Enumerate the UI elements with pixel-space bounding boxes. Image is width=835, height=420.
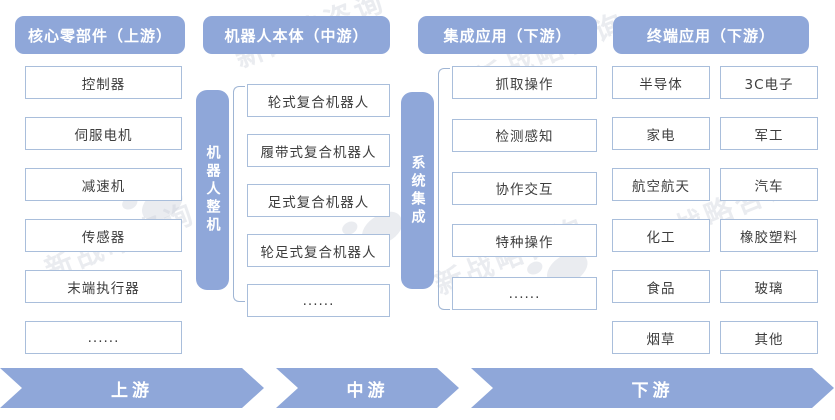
item-box: 减速机 <box>25 168 182 201</box>
item-box: 轮式复合机器人 <box>247 84 390 117</box>
header-robot-body: 机器人本体（中游） <box>203 16 390 54</box>
item-box: 检测感知 <box>452 118 597 152</box>
side-label-system-integration: 系统集成 <box>401 92 434 289</box>
item-box: 家电 <box>612 117 710 150</box>
item-box: 履带式复合机器人 <box>247 134 390 167</box>
header-terminal-apps: 终端应用（下游） <box>613 16 809 54</box>
item-box: 食品 <box>612 270 710 303</box>
item-box: 化工 <box>612 219 710 252</box>
column-integrated-apps: 抓取操作 检测感知 协作交互 特种操作 ...... <box>452 66 597 310</box>
item-box: 烟草 <box>612 321 710 354</box>
item-box: 控制器 <box>25 66 182 99</box>
flow-arrow-downstream: 下游 <box>471 368 834 408</box>
flow-arrow-upstream: 上游 <box>0 368 264 408</box>
item-box: 航空航天 <box>612 168 710 201</box>
item-box: 汽车 <box>720 168 818 201</box>
item-box: 末端执行器 <box>25 270 182 303</box>
item-box: 半导体 <box>612 66 710 99</box>
item-box: 特种操作 <box>452 224 597 258</box>
item-box: 橡胶塑料 <box>720 219 818 252</box>
item-box: 协作交互 <box>452 171 597 205</box>
flow-arrow-midstream: 中游 <box>276 368 459 408</box>
item-box-ellipsis: ...... <box>452 277 597 310</box>
item-box: 军工 <box>720 117 818 150</box>
item-box: 其他 <box>720 321 818 354</box>
column-terminal-apps-left: 半导体 家电 航空航天 化工 食品 烟草 <box>612 66 710 354</box>
item-box: 伺服电机 <box>25 117 182 150</box>
column-robot-body: 轮式复合机器人 履带式复合机器人 足式复合机器人 轮足式复合机器人 ...... <box>247 84 390 317</box>
item-box: 传感器 <box>25 219 182 252</box>
item-box: 玻璃 <box>720 270 818 303</box>
group-bracket <box>233 86 245 302</box>
header-core-components: 核心零部件（上游） <box>15 16 185 54</box>
column-core-components: 控制器 伺服电机 减速机 传感器 末端执行器 ...... <box>25 66 182 354</box>
item-box: 轮足式复合机器人 <box>247 234 390 267</box>
item-box: 3C电子 <box>720 66 818 99</box>
item-box-ellipsis: ...... <box>25 321 182 354</box>
column-terminal-apps-right: 3C电子 军工 汽车 橡胶塑料 玻璃 其他 <box>720 66 818 354</box>
side-label-robot-complete-machine: 机器人整机 <box>196 90 229 290</box>
item-box: 抓取操作 <box>452 66 597 99</box>
item-box: 足式复合机器人 <box>247 184 390 217</box>
item-box-ellipsis: ...... <box>247 284 390 317</box>
group-bracket <box>438 68 450 310</box>
header-integrated-apps: 集成应用（下游） <box>418 16 597 54</box>
